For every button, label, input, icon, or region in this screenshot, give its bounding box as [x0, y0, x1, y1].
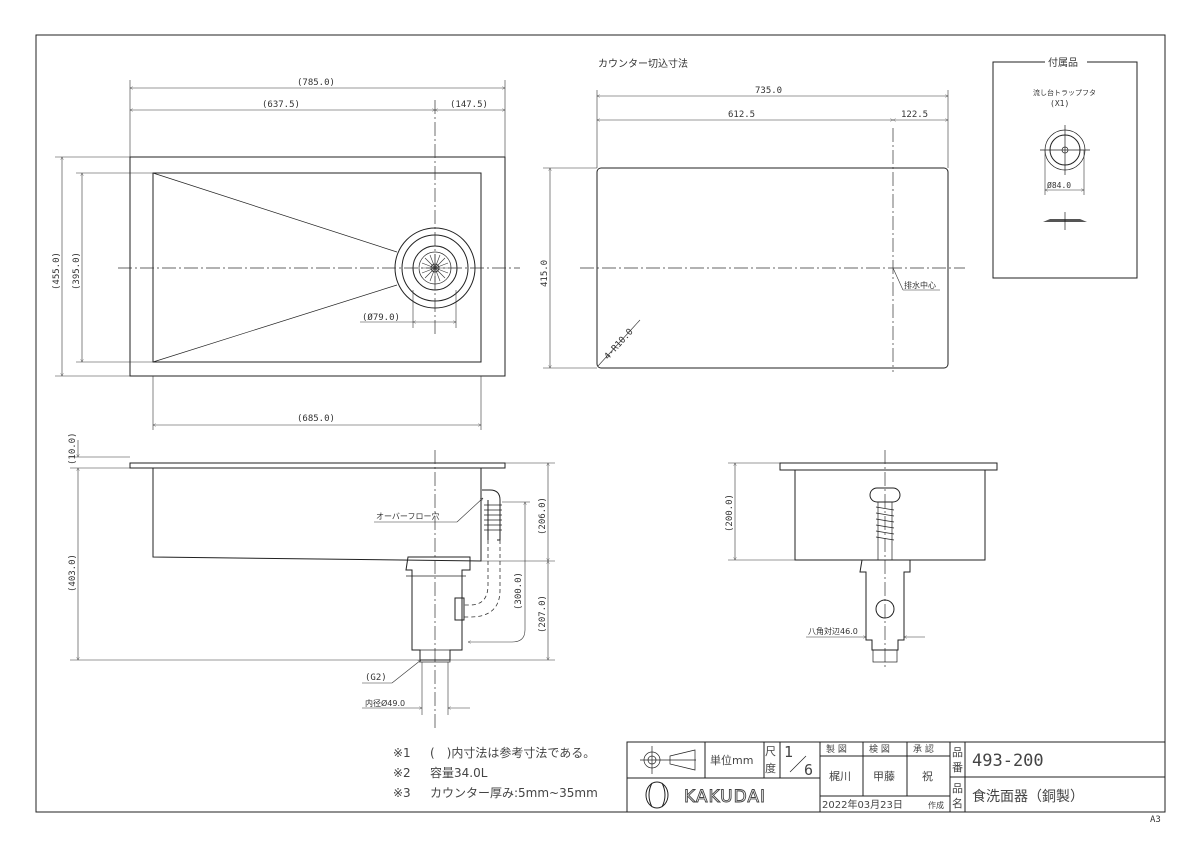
drawn-by: 梶川 [829, 769, 851, 783]
note-mark: ※2 [393, 766, 411, 780]
approved-by: 祝 [922, 769, 933, 783]
title-block: 単位mm 尺 度 1 6 KAKUDAI 製 図 検 図 承 認 梶川 甲藤 祝… [626, 741, 1166, 813]
scale-denominator: 6 [804, 761, 813, 779]
dim-bowl-depth: (206.0) [538, 497, 548, 535]
dim-inner-depth: (395.0) [72, 252, 82, 290]
sheet-border [35, 34, 1166, 813]
name-label: 品 [952, 782, 963, 795]
checked-by: 甲藤 [873, 770, 895, 783]
projection-symbol-icon [640, 746, 696, 774]
dim-side-bowl-depth: (200.0) [725, 494, 735, 532]
overflow-hole-label: オーバーフロー穴 [376, 511, 439, 521]
drain-center-label: 排水中心 [904, 280, 936, 290]
dim-below-bowl: (207.0) [538, 595, 548, 633]
approved-label: 承 認 [913, 743, 934, 755]
notes: ※1 ( )内寸法は参考寸法である。 ※2 容量34.0L ※3 カウンター厚み… [393, 745, 598, 800]
kakudai-logo: KAKUDAI [645, 781, 766, 809]
accessory-diameter: Ø84.0 [1047, 180, 1071, 190]
front-section: (10.0) (403.0) (206.0) (207.0) (300.0) オ… [68, 432, 555, 730]
sheet-size: A3 [1150, 815, 1161, 825]
side-section: (200.0) 八角対辺46.0 [725, 450, 998, 670]
drawn-label: 製 図 [826, 743, 847, 755]
accessory-name: 流し台トラップフタ [1033, 88, 1096, 97]
dim-cutout-to-drain: 612.5 [728, 110, 755, 120]
dim-inner-width: (685.0) [297, 414, 335, 424]
note-mark: ※3 [393, 786, 411, 800]
accessories-title: 付属品 [1048, 56, 1078, 69]
company-name: KAKUDAI [684, 787, 766, 807]
dim-overall-height: (403.0) [68, 554, 78, 592]
part-number: 493-200 [972, 751, 1044, 771]
trap-cover-icon [1040, 125, 1090, 230]
dim-trap-height: (300.0) [514, 572, 524, 610]
name-label: 名 [952, 796, 963, 810]
dim-to-drain: (637.5) [262, 100, 300, 110]
note-text: カウンター厚み:5mm~35mm [430, 786, 598, 800]
inner-diameter-label: 内径Ø49.0 [365, 698, 405, 708]
dim-overall-width: (785.0) [297, 78, 335, 88]
scale-numerator: 1 [784, 743, 793, 761]
checked-label: 検 図 [869, 743, 890, 755]
plan-view: (785.0) (637.5) (147.5) (455.0) (395.0) … [52, 78, 520, 430]
dim-cutout-depth: 415.0 [540, 260, 550, 287]
cutout-view: カウンター切込寸法 735.0 612.5 122.5 415.0 4-R10.… [540, 57, 965, 372]
dim-cutout-width: 735.0 [755, 86, 782, 96]
note-text: ( )内寸法は参考寸法である。 [430, 745, 595, 760]
part-no-label: 番 [952, 761, 963, 774]
scale-label: 尺 [765, 745, 776, 758]
date: 2022年03月23日 [822, 798, 903, 811]
dim-cutout-drain-to-edge: 122.5 [901, 110, 928, 120]
dim-drain-to-edge: (147.5) [450, 100, 488, 110]
scale-label: 度 [765, 761, 776, 775]
thread-label: (G2) [365, 673, 387, 683]
created-label: 作成 [928, 800, 944, 810]
dim-corner-radius: 4-R10.0 [603, 327, 636, 362]
note-text: 容量34.0L [430, 765, 488, 780]
cutout-title: カウンター切込寸法 [598, 57, 688, 70]
dim-drain-diameter: (Ø79.0) [362, 312, 400, 323]
note-mark: ※1 [393, 746, 411, 760]
dim-rim-thickness: (10.0) [68, 432, 78, 465]
part-no-label: 品 [952, 746, 963, 759]
accessories-box: 付属品 流し台トラップフタ (X1) Ø84.0 [992, 56, 1138, 279]
dim-overall-depth: (455.0) [52, 252, 62, 290]
product-name: 食洗面器（銅製） [972, 788, 1084, 805]
unit-label: 単位mm [710, 753, 753, 767]
hex-width-label: 八角対辺46.0 [808, 626, 858, 636]
accessory-quantity: (X1) [1050, 99, 1069, 108]
